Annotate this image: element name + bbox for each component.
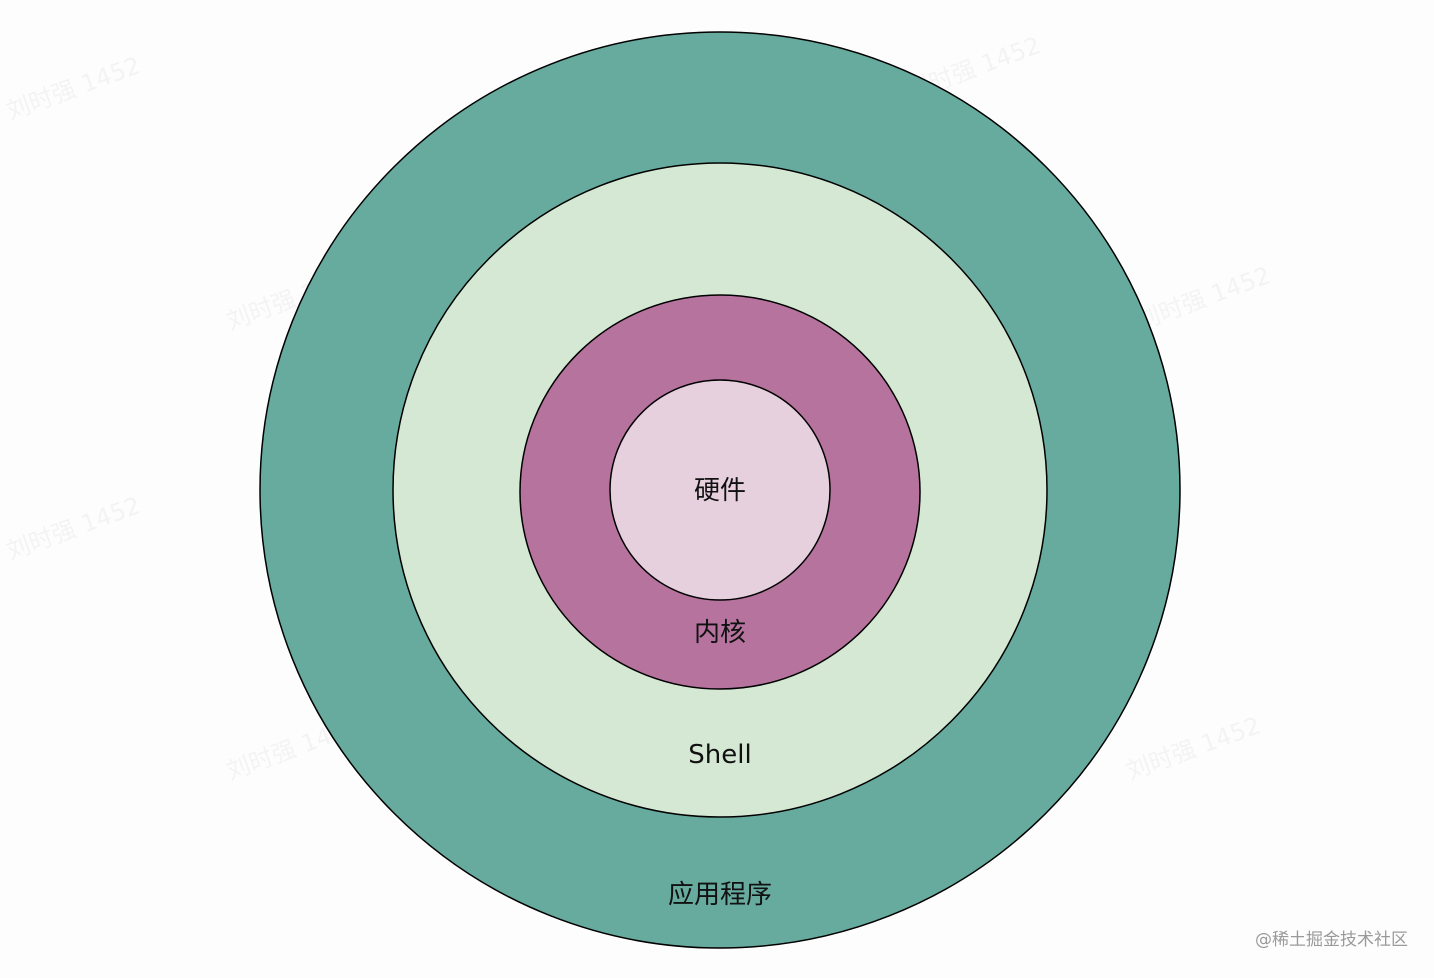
watermark-text: 刘时强 1452 [1122,711,1264,785]
hardware-label: 硬件 [694,476,746,506]
watermark-text: 刘时强 1452 [2,491,144,565]
watermark-text: 刘时强 1452 [1132,261,1274,335]
hardware-core [609,379,831,601]
applications-label: 应用程序 [668,880,772,910]
shell-label: Shell [688,740,751,770]
credit-watermark: @稀土掘金技术社区 [1255,930,1408,950]
kernel-label: 内核 [694,618,746,648]
watermark-text: 刘时强 1452 [2,51,144,125]
